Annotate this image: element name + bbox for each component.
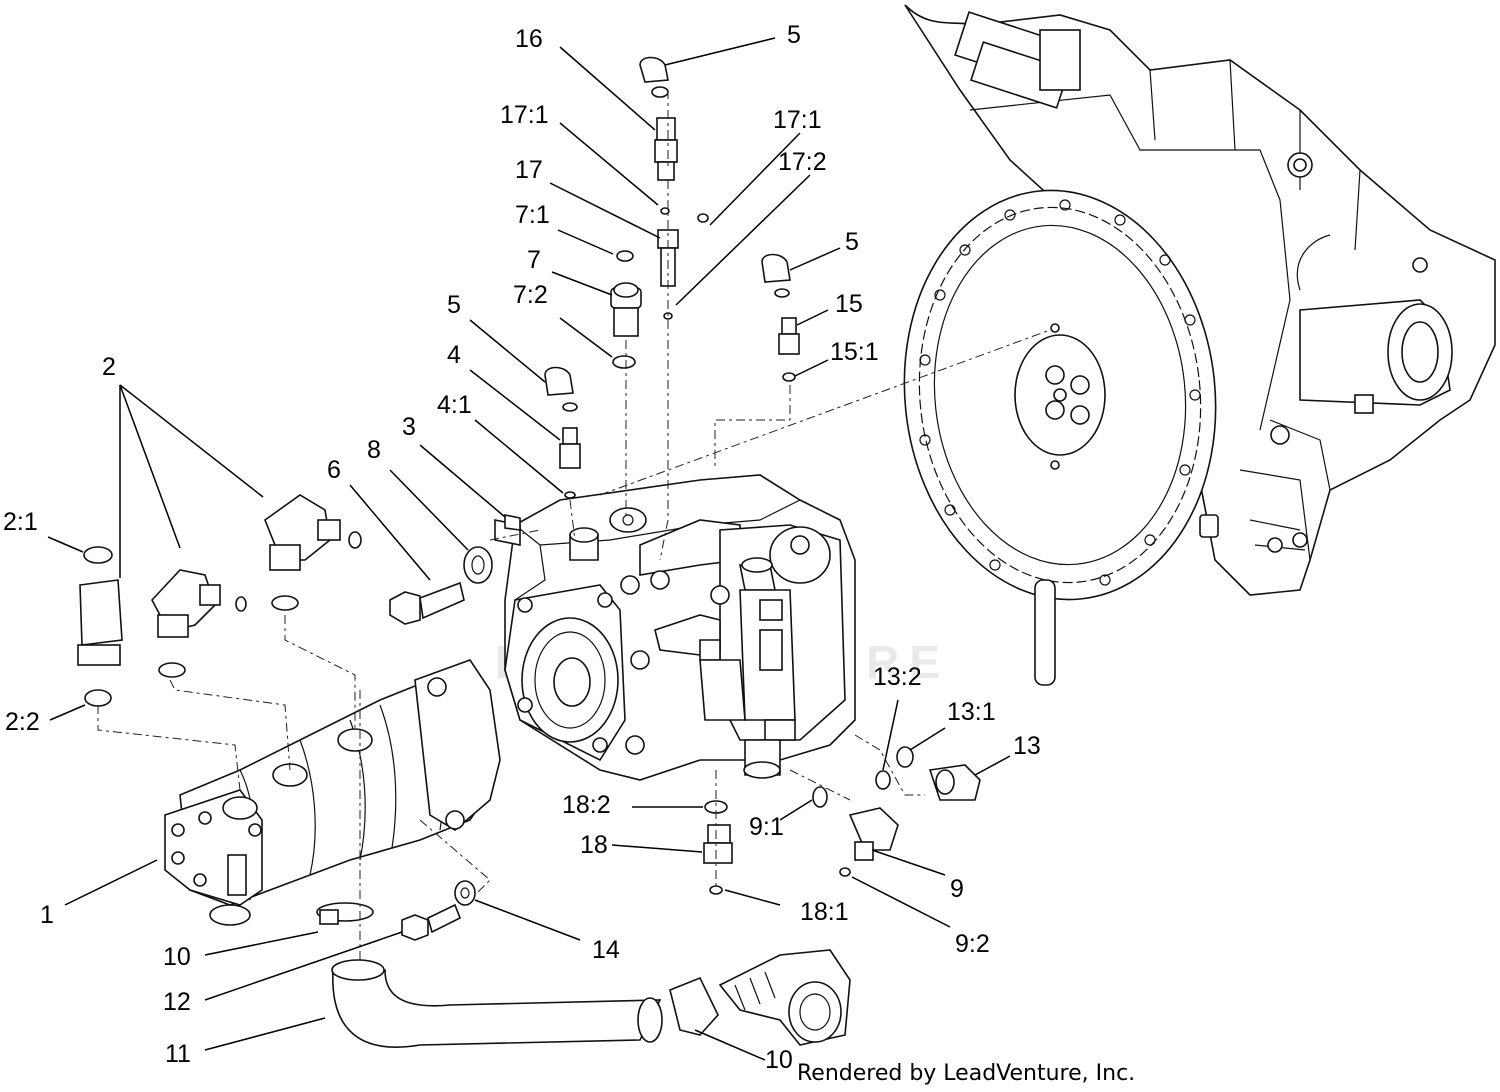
callout-4-1: 4:1	[437, 391, 472, 419]
callout-15: 15	[835, 290, 863, 318]
callout-2-2: 2:2	[5, 708, 40, 736]
callout-17: 17	[515, 156, 543, 184]
callout-17-1-left: 17:1	[500, 101, 549, 129]
callout-7-2: 7:2	[513, 281, 548, 309]
callout-5-right: 5	[845, 228, 859, 256]
callout-8: 8	[367, 436, 381, 464]
callout-13: 13	[1013, 732, 1041, 760]
callout-labels: 16 5 17:1 17:1 17 17:2 7:1 7 7:2 5 15 15…	[3, 21, 1041, 1074]
callout-4: 4	[447, 341, 461, 369]
callout-13-1: 13:1	[947, 698, 996, 726]
callout-2: 2	[102, 353, 116, 381]
leader-lines	[47, 37, 1011, 1061]
fittings	[77, 56, 981, 1048]
callout-12: 12	[163, 988, 191, 1016]
callout-11: 11	[165, 1040, 191, 1068]
callout-1: 1	[40, 901, 54, 929]
callout-9: 9	[950, 875, 964, 903]
callout-16: 16	[515, 25, 543, 53]
callout-3: 3	[402, 413, 416, 441]
callout-10-top: 10	[163, 943, 191, 971]
callout-10-bottom: 10	[765, 1046, 793, 1074]
footer-credit: Rendered by LeadVenture, Inc.	[797, 1061, 1135, 1086]
hydrostatic-pump	[494, 474, 856, 781]
callout-17-1-right: 17:1	[773, 106, 822, 134]
callout-7-1: 7:1	[515, 201, 550, 229]
callout-9-1: 9:1	[749, 813, 784, 841]
callout-13-2: 13:2	[873, 663, 922, 691]
callout-18-2: 18:2	[562, 791, 611, 819]
callout-18: 18	[580, 831, 608, 859]
callout-6: 6	[327, 456, 341, 484]
callout-7: 7	[527, 246, 541, 274]
assembly-centerlines	[97, 90, 1051, 960]
callout-15-1: 15:1	[830, 338, 879, 366]
callout-17-2: 17:2	[778, 148, 827, 176]
callout-5-left: 5	[447, 291, 461, 319]
gear-pump	[164, 659, 501, 926]
engine-assembly	[903, 4, 1496, 686]
callout-18-1: 18:1	[800, 898, 849, 926]
callout-14: 14	[592, 936, 620, 964]
callout-5-top: 5	[787, 21, 801, 49]
callout-9-2: 9:2	[955, 930, 990, 958]
callout-2-1: 2:1	[3, 508, 38, 536]
